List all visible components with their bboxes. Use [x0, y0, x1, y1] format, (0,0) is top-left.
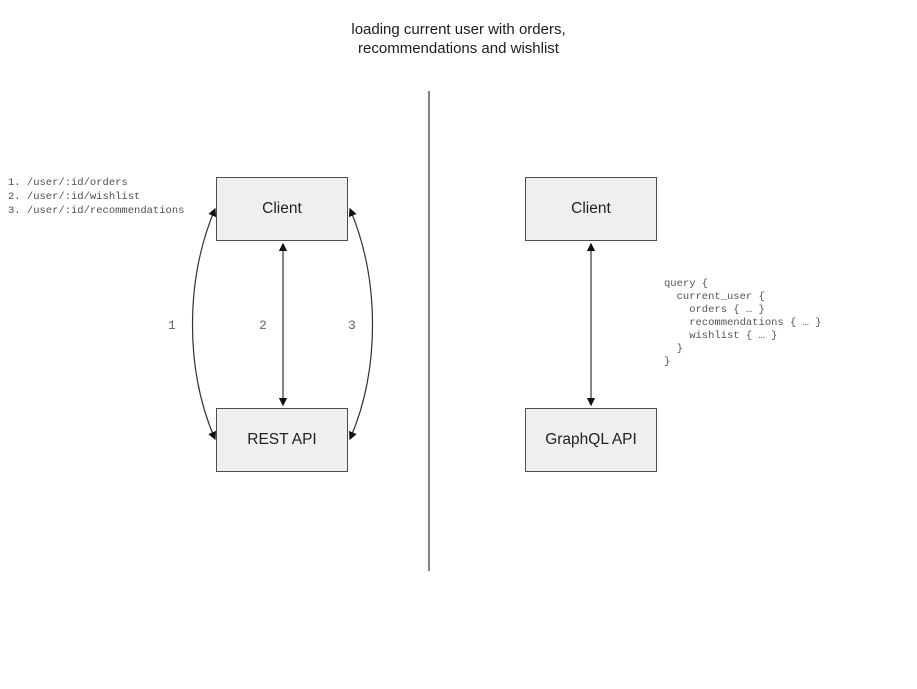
rest-arrow-1	[191, 207, 217, 441]
rest-endpoint-list: 1. /user/:id/orders 2. /user/:id/wishlis…	[8, 177, 185, 217]
rest-client-label: Client	[262, 200, 302, 217]
graphql-api-box: GraphQL API	[525, 408, 657, 472]
rest-api-box: REST API	[216, 408, 348, 472]
graphql-query: query { current_user { orders { … } reco…	[664, 278, 822, 368]
diagram-title: loading current user with orders, recomm…	[351, 21, 566, 57]
rest-client-box: Client	[216, 177, 348, 241]
rest-arrow-label-2: 2	[259, 318, 267, 333]
rest-api-label: REST API	[247, 431, 317, 448]
rest-arrow-label-1: 1	[168, 318, 176, 333]
graphql-client-label: Client	[571, 200, 611, 217]
graphql-api-label: GraphQL API	[545, 431, 637, 448]
graphql-client-box: Client	[525, 177, 657, 241]
rest-arrow-label-3: 3	[348, 318, 356, 333]
